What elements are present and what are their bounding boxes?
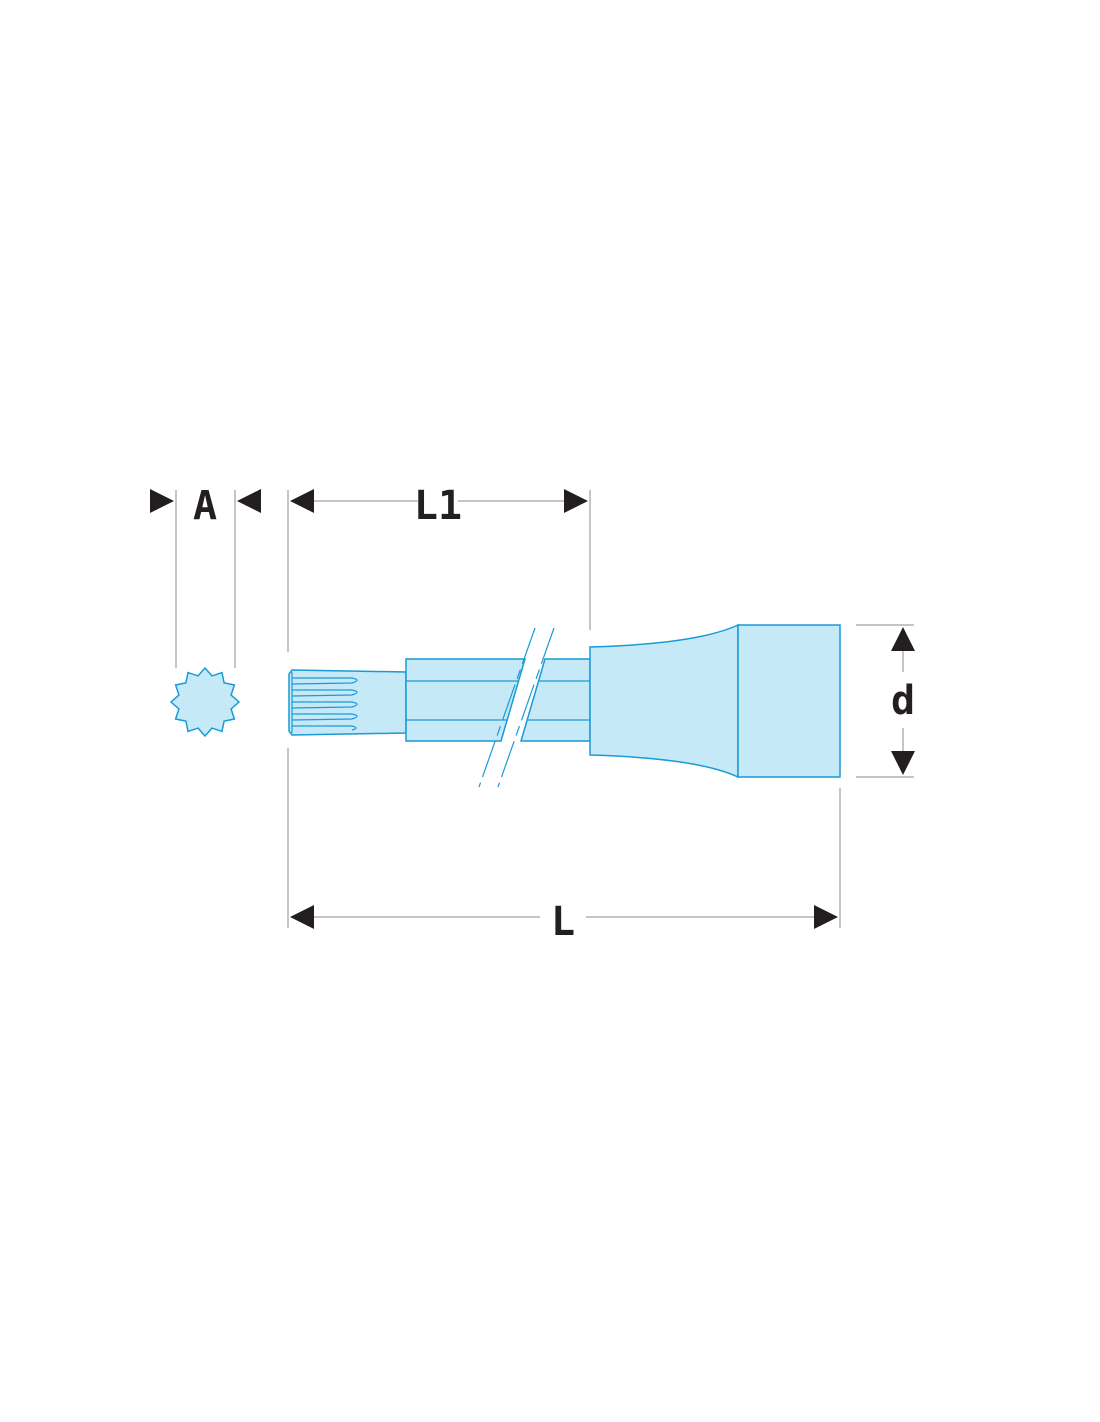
- dimension-a: A: [150, 483, 261, 668]
- hex-shank-right: [519, 658, 591, 742]
- a-arrow-left: [150, 489, 174, 513]
- d-label: d: [891, 678, 915, 724]
- hex-shank-left: [405, 658, 527, 742]
- l-label: L: [551, 899, 575, 945]
- l1-label: L1: [414, 483, 462, 529]
- l1-arrow-right: [564, 489, 588, 513]
- dimension-d: d: [856, 624, 915, 778]
- spline-teeth: [291, 672, 358, 733]
- break-line-right: [497, 627, 555, 788]
- d-arrow-bottom: [891, 751, 915, 775]
- d-arrow-top: [891, 627, 915, 651]
- dimension-l1: L1: [287, 483, 591, 652]
- socket-head: [737, 624, 841, 778]
- spline-profile-end-view: [169, 666, 241, 738]
- a-arrow-right: [237, 489, 261, 513]
- l-arrow-left: [290, 905, 314, 929]
- a-label: A: [193, 483, 217, 529]
- break-line-left: [478, 627, 536, 788]
- l1-arrow-left: [290, 489, 314, 513]
- socket-flare: [589, 623, 739, 779]
- dimension-l: L: [287, 748, 841, 945]
- socket-bit-side-view: [288, 623, 841, 788]
- l-arrow-right: [814, 905, 838, 929]
